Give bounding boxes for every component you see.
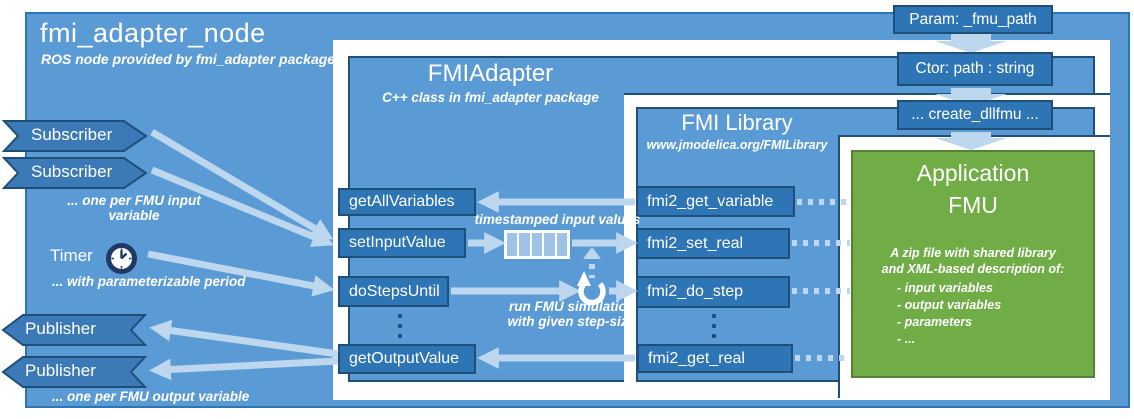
timer-label: Timer <box>50 246 93 265</box>
fmu-desc-line1: A zip file with shared library <box>890 246 1056 260</box>
chevron-right-shape <box>2 157 148 189</box>
method-dostepsuntil: doStepsUntil <box>338 276 449 307</box>
fmiadapter-title: FMIAdapter <box>427 60 554 87</box>
fmiadapter-subtitle: C++ class in fmi_adapter package <box>382 90 599 105</box>
fmu-title-line2: FMU <box>948 192 998 218</box>
func-fmi2-do-step: fmi2_do_step <box>636 276 790 308</box>
fmu-item-2: - parameters <box>897 315 973 329</box>
node-title: fmi_adapter_node <box>40 18 266 48</box>
chevron-right-shape <box>2 120 148 152</box>
fmi-library-title: FMI Library <box>681 110 793 135</box>
publisher-label-1: Publisher <box>25 319 96 338</box>
subscriber-label-2: Subscriber <box>31 162 113 181</box>
method-getallvariables: getAllVariables <box>338 188 476 216</box>
loop-label-line2: with given step-size <box>507 314 635 329</box>
create-dllfmu-box: ... create_dllfmu ... <box>897 100 1053 130</box>
chevron-left-shape <box>1 314 147 346</box>
method-setinputvalue: setInputValue <box>338 228 466 258</box>
subscriber-banner-1: Subscriber <box>2 120 148 152</box>
adapter-ellipsis-dots <box>398 314 402 338</box>
publisher-banner-2: Publisher <box>1 356 147 388</box>
func-fmi2-get-variable: fmi2_get_variable <box>636 186 795 217</box>
library-ellipsis-dots <box>712 314 716 338</box>
method-getoutputvalue: getOutputValue <box>338 344 476 374</box>
timestamped-queue-icon <box>504 230 570 259</box>
subscriber-note: ... one per FMU input variable <box>67 193 201 223</box>
subscriber-label-1: Subscriber <box>31 125 113 144</box>
application-fmu-box <box>851 150 1095 378</box>
fmu-item-0: - input variables <box>897 281 993 295</box>
publisher-banner-1: Publisher <box>1 314 147 346</box>
fmu-title-line1: Application <box>916 160 1030 186</box>
param-fmu-path-box: Param: _fmu_path <box>893 5 1053 34</box>
loop-label-line1: run FMU simulation <box>509 299 635 314</box>
subscriber-banner-2: Subscriber <box>2 157 148 189</box>
fmu-item-3: - ... <box>897 332 916 346</box>
node-subtitle: ROS node provided by fmi_adapter package <box>41 51 336 67</box>
fmi-library-subtitle: www.jmodelica.org/FMILibrary <box>646 138 828 152</box>
fmu-item-1: - output variables <box>897 298 1002 312</box>
chevron-left-shape <box>1 356 147 388</box>
func-fmi2-set-real: fmi2_set_real <box>636 228 790 259</box>
timer-note: ... with parameterizable period <box>52 274 246 289</box>
func-fmi2-get-real: fmi2_get_real <box>637 344 793 373</box>
queue-label: timestamped input values <box>474 212 641 227</box>
publisher-label-2: Publisher <box>25 361 96 380</box>
fmu-desc-line2: and XML-based description of: <box>881 262 1065 276</box>
clock-icon <box>106 243 137 274</box>
ctor-path-string-box: Ctor: path : string <box>897 52 1053 86</box>
publisher-note: ... one per FMU output variable <box>52 389 250 404</box>
